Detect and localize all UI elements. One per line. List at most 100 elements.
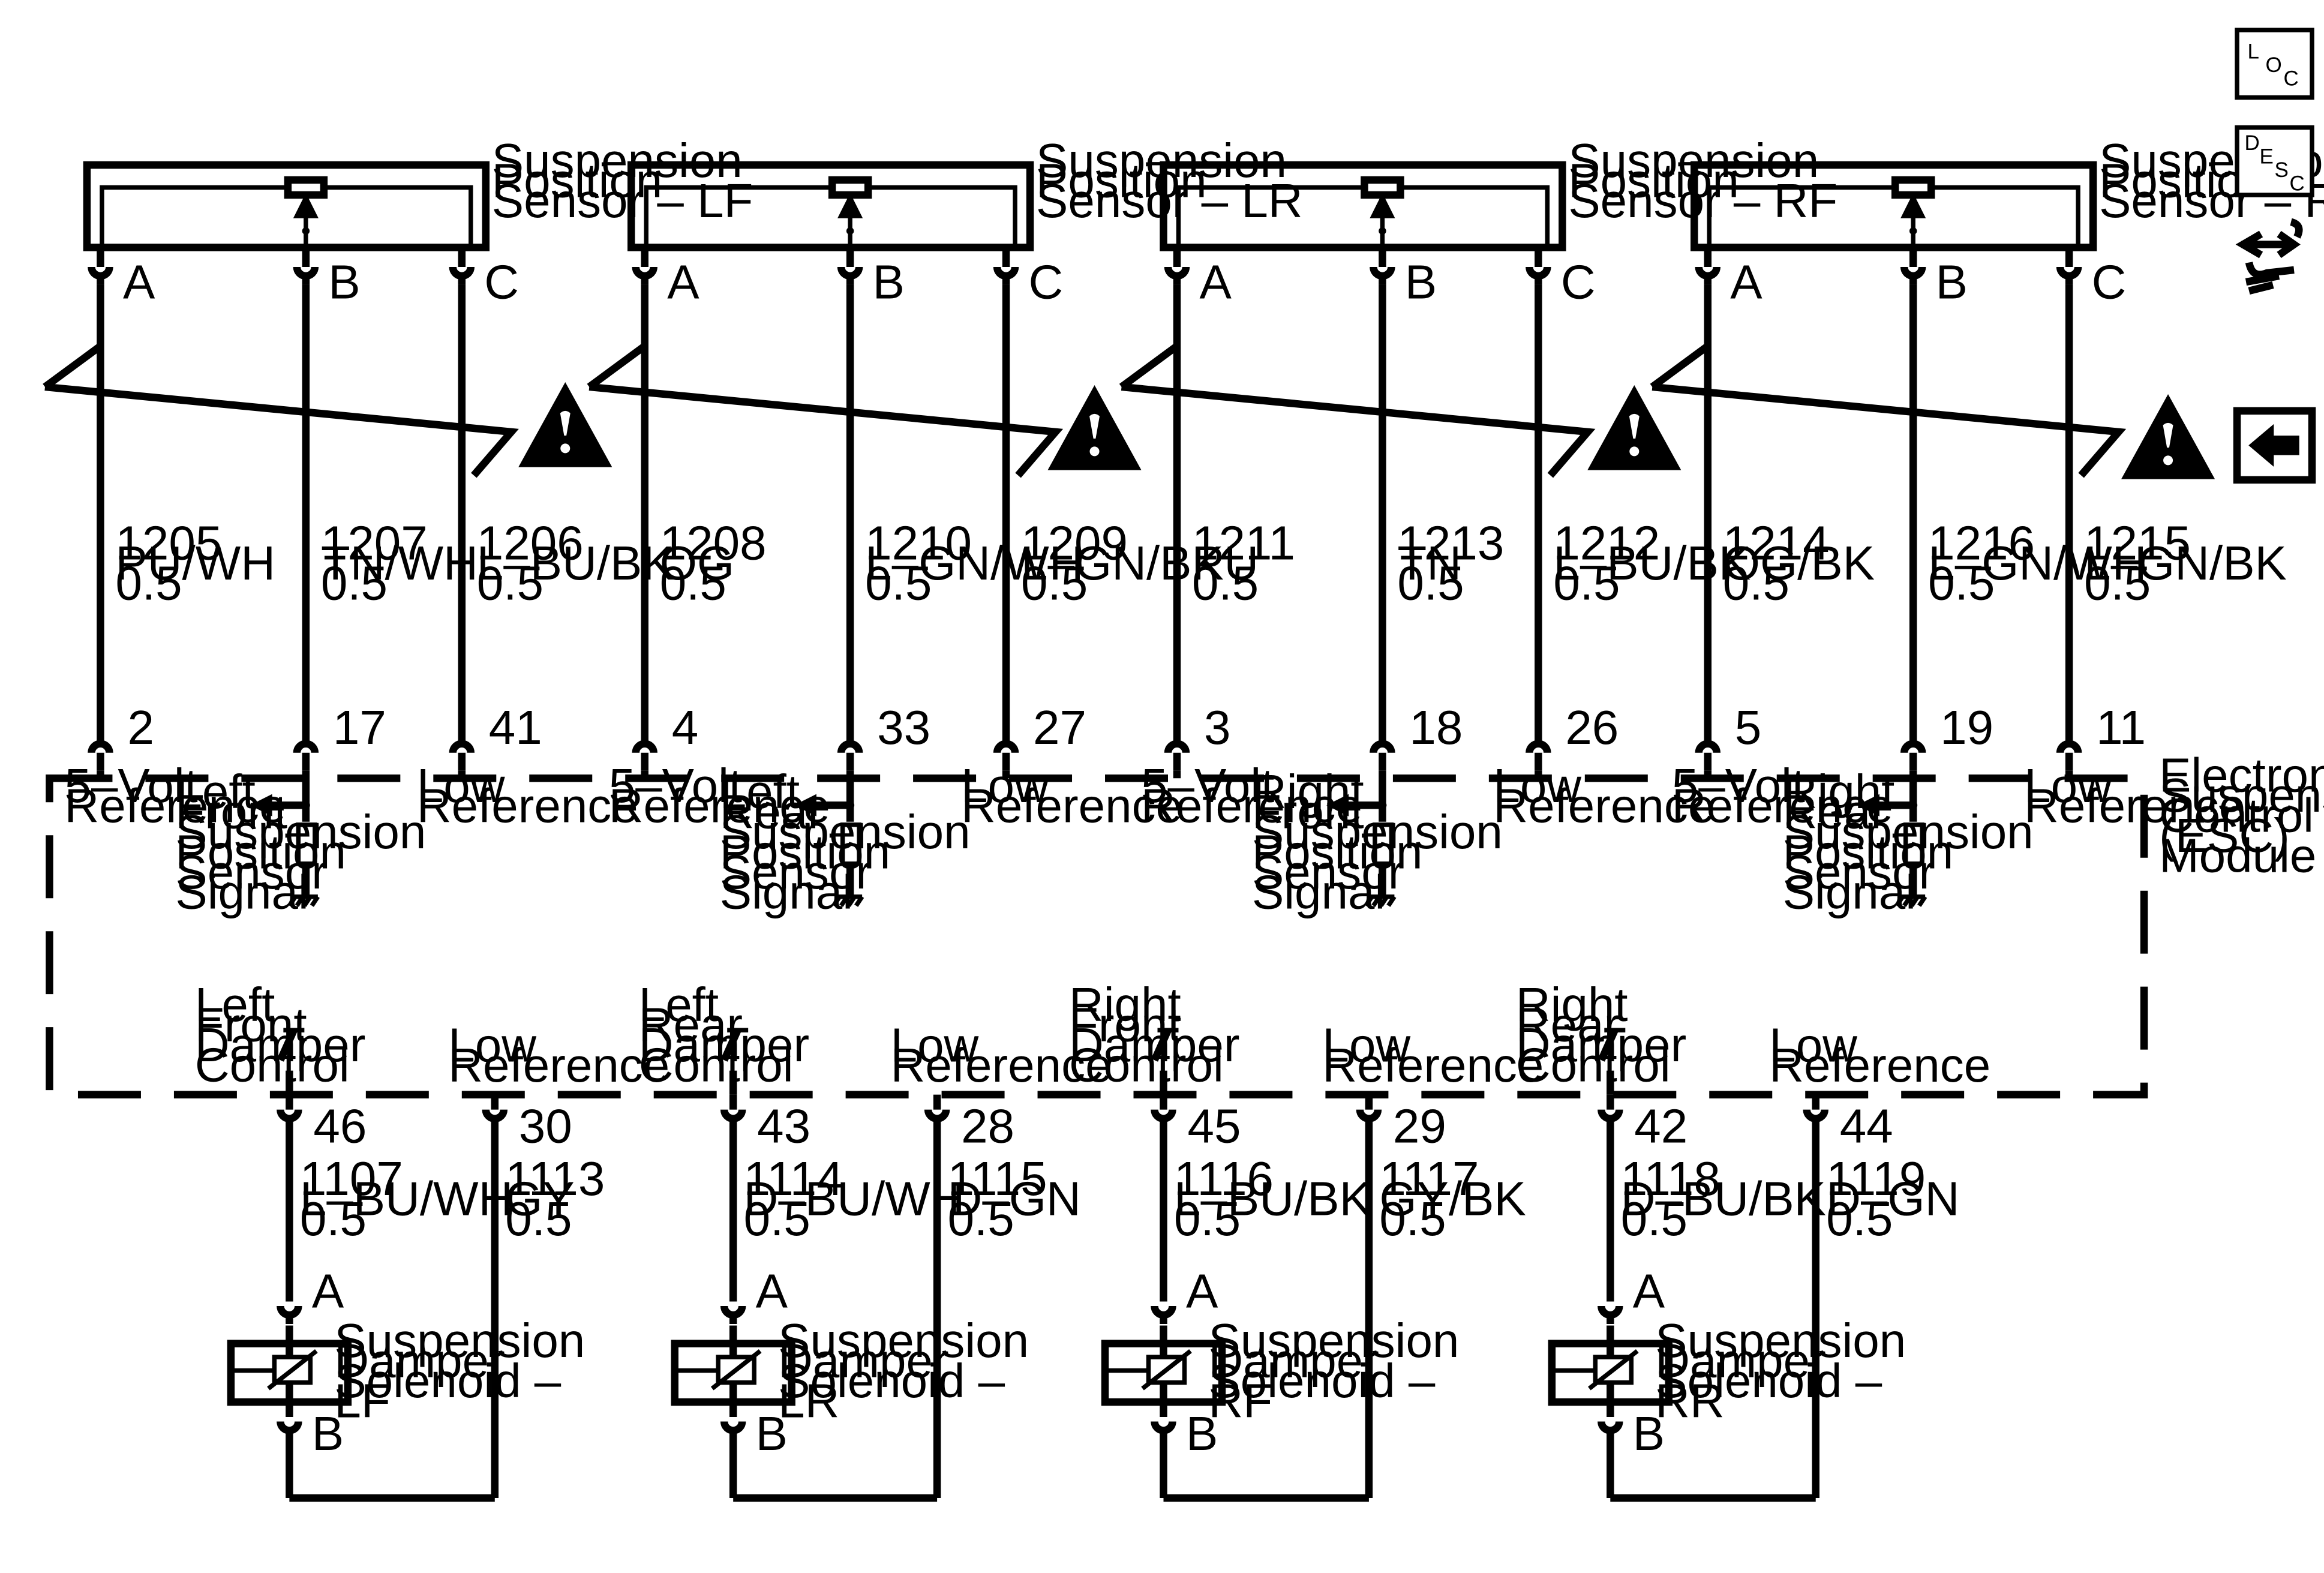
wire-label: 0.5 (505, 1192, 572, 1245)
module-pin-number: 18 (1409, 701, 1463, 754)
ground-hatch (1379, 895, 1389, 907)
module-pin-number: 46 (313, 1100, 367, 1153)
wire-label: 0.5 (2084, 556, 2151, 610)
coil-diagonal (1588, 1349, 1639, 1391)
loc-box (2235, 28, 2314, 100)
warning-exclamation (1085, 409, 1105, 443)
wire-label: 1115 (948, 1152, 1047, 1205)
low-label: Low (2024, 759, 2112, 812)
wire-label: 1114 (744, 1152, 843, 1205)
ref-label: 5–Volt (64, 759, 197, 812)
signal-label: Left (720, 765, 800, 818)
wiper-arrow (1370, 193, 1395, 218)
terminal-cup (1900, 740, 1926, 754)
esc-module: ElectronicSuspensionControl(ESC)Module5–… (46, 749, 2324, 1098)
module-pin-number: 19 (1940, 701, 1993, 754)
wire-label: 0.5 (1553, 556, 1620, 610)
terminal-cup (720, 1109, 746, 1122)
potentiometer-resistor (1361, 176, 1404, 199)
potentiometer-resistor (828, 176, 872, 199)
connector-end-view-icon[interactable] (2235, 218, 2303, 295)
terminal-cup (1803, 1109, 1828, 1122)
wire-label: 0.5 (1397, 556, 1464, 610)
warning-triangle-icon[interactable] (1587, 385, 1682, 470)
terminal-cup (1164, 740, 1190, 754)
terminal-cup (277, 1305, 302, 1319)
ground-hatch (1902, 895, 1912, 907)
module-label: Electronic (2159, 749, 2324, 802)
terminal-cup (88, 266, 113, 280)
coil-diagonal (267, 1349, 318, 1391)
switch-arm (1598, 1028, 1619, 1062)
damper-control-label: Damper (1069, 1018, 1239, 1071)
signal-label: Position (720, 825, 891, 879)
wire-label: 0.5 (1192, 556, 1259, 610)
wire-label: L–GN/WH (865, 536, 1083, 590)
coil-diagonal (710, 1349, 762, 1391)
wire-label: TN (1397, 536, 1461, 590)
terminal-cup (277, 1109, 302, 1122)
terminal-cup (88, 740, 113, 754)
wiper-dot (302, 227, 310, 235)
wire-label: 1113 (505, 1152, 605, 1205)
terminal-cup (720, 1421, 746, 1434)
sensor-pin-label: B (873, 255, 905, 308)
wire-label: 1212 (1553, 516, 1660, 569)
wire-label: 0.5 (321, 556, 388, 610)
terminal-cup (293, 266, 319, 280)
switch-arm (277, 1028, 298, 1062)
wire-label: L–BU/BK (1553, 536, 1750, 590)
module-pin-number: 41 (489, 701, 542, 754)
module-pin-number: 30 (519, 1100, 572, 1153)
wire-label: 1107 (300, 1152, 403, 1205)
solenoid-pin-label: B (312, 1407, 344, 1460)
switch-arm (1151, 1028, 1172, 1062)
ref-label: Reference (609, 779, 830, 833)
module-label: Suspension (2159, 769, 2324, 822)
module-pin-number: 3 (1204, 701, 1230, 754)
solenoid-name: Suspension (1208, 1314, 1459, 1367)
signal-label: Position (1252, 825, 1423, 879)
warning-dot (1089, 446, 1100, 457)
loc-icon[interactable]: LOC (2235, 28, 2314, 100)
terminal-cup (632, 266, 657, 280)
ground-hatch (1386, 895, 1397, 907)
sensor-pin-label: A (1199, 255, 1232, 308)
back-arrow-icon[interactable] (2233, 407, 2316, 484)
sensor-name: Suspension (492, 134, 743, 187)
solenoid-pin-label: B (756, 1407, 788, 1460)
loc-letter: C (2284, 67, 2299, 91)
wire-label: 1118 (1621, 1152, 1721, 1205)
ground-hatch (1917, 895, 1927, 907)
solenoid-name: Solenoid – (1208, 1354, 1435, 1407)
signal-label: Suspension (720, 805, 971, 858)
wire-label: D–BU/BK (1621, 1172, 1826, 1226)
wire-label: 0.5 (744, 1192, 810, 1245)
wire-label: 0.5 (948, 1192, 1014, 1245)
warning-triangle-icon[interactable] (2121, 394, 2215, 479)
module-label: (ESC) (2159, 809, 2290, 862)
break-line (1119, 341, 1181, 390)
terminal-cup (1526, 266, 1551, 280)
wire-label: 1216 (1928, 516, 2035, 569)
warning-triangle-icon[interactable] (1047, 385, 1142, 470)
damper-low-label: Reference (1769, 1038, 1990, 1092)
signal-arrow (1326, 794, 1349, 816)
wire-label: GY/BK (1379, 1172, 1526, 1226)
wire-label: OG/BK (1723, 536, 1875, 590)
solenoid-name: Damper (1208, 1334, 1379, 1387)
wire-label: 0.5 (1379, 1192, 1446, 1245)
warning-triangle-icon[interactable] (518, 382, 612, 467)
module-boundary (46, 775, 2148, 1098)
signal-label: Rear (720, 785, 824, 839)
solenoid-name: LR (778, 1374, 839, 1427)
ground-hatch (1371, 895, 1382, 907)
